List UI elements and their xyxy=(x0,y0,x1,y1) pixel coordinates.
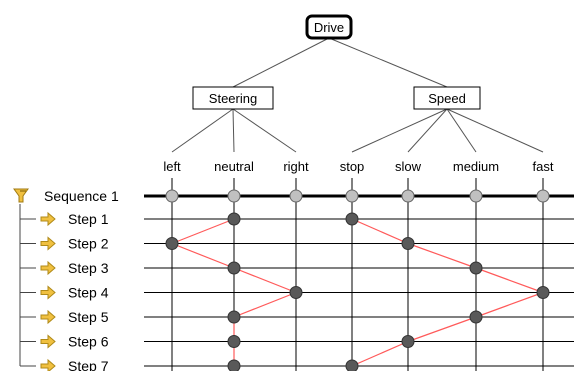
right-arrow-icon xyxy=(40,334,56,349)
step-marker-steering[interactable] xyxy=(227,359,241,371)
branch-line xyxy=(351,108,448,153)
sequence-marker[interactable] xyxy=(165,189,179,203)
sequence-marker[interactable] xyxy=(536,189,550,203)
step-marker-steering[interactable] xyxy=(227,261,241,275)
sequence-marker[interactable] xyxy=(345,189,359,203)
transition-line-speed xyxy=(351,340,409,367)
value-label-right: right xyxy=(283,159,309,174)
transition-line-speed xyxy=(475,267,544,294)
root-label: Drive xyxy=(314,20,344,35)
branch-line xyxy=(232,108,297,153)
branch-line xyxy=(407,108,448,153)
right-arrow-icon xyxy=(40,358,56,371)
step-marker-speed[interactable] xyxy=(469,310,483,324)
transition-line-steering xyxy=(171,218,235,245)
step-marker-speed[interactable] xyxy=(536,286,550,299)
sequence-marker[interactable] xyxy=(469,189,483,203)
value-label-stop: stop xyxy=(340,159,365,174)
test-grid xyxy=(144,178,574,371)
right-arrow-icon xyxy=(40,211,56,227)
branch-line xyxy=(171,108,234,153)
right-arrow-icon xyxy=(40,309,56,325)
value-label-neutral: neutral xyxy=(214,159,254,174)
step-marker-steering[interactable] xyxy=(227,335,241,348)
value-label-slow: slow xyxy=(395,159,422,174)
step-marker-steering[interactable] xyxy=(289,286,303,299)
parameter-node-steering[interactable] xyxy=(192,86,274,110)
step-marker-speed[interactable] xyxy=(345,359,359,371)
step-label[interactable]: Step 2 xyxy=(68,236,109,252)
step-marker-steering[interactable] xyxy=(227,212,241,226)
step-marker-speed[interactable] xyxy=(401,335,415,348)
step-marker-steering[interactable] xyxy=(227,310,241,324)
step-label[interactable]: Step 7 xyxy=(68,358,109,371)
value-label-medium: medium xyxy=(453,159,499,174)
sequence-label[interactable]: Sequence 1 xyxy=(44,188,119,204)
transition-line-steering xyxy=(233,291,297,318)
tree-branches xyxy=(171,37,544,153)
value-label-fast: fast xyxy=(533,159,554,174)
parameter-node-speed[interactable] xyxy=(413,86,481,110)
value-labels: left neutral right stop slow medium fast xyxy=(163,159,554,174)
step-marker-speed[interactable] xyxy=(401,237,415,250)
step-markers xyxy=(165,189,550,371)
funnel-icon[interactable] xyxy=(13,188,29,203)
branch-line xyxy=(446,108,477,153)
sequence-marker[interactable] xyxy=(289,189,303,203)
transition-line-speed xyxy=(407,242,477,269)
step-label[interactable]: Step 1 xyxy=(68,211,109,227)
root-node[interactable] xyxy=(305,14,353,40)
right-arrow-icon xyxy=(40,260,56,276)
sequence-marker[interactable] xyxy=(227,189,241,203)
step-label[interactable]: Step 6 xyxy=(68,334,109,350)
transition-line-speed xyxy=(351,218,409,245)
step-marker-speed[interactable] xyxy=(345,212,359,226)
branch-line xyxy=(328,37,448,88)
value-label-left: left xyxy=(163,159,181,174)
branch-line xyxy=(232,37,330,88)
transition-lines xyxy=(171,218,544,367)
step-marker-steering[interactable] xyxy=(165,237,179,250)
transition-line-speed xyxy=(407,316,477,343)
branch-line xyxy=(232,108,235,153)
step-label[interactable]: Step 3 xyxy=(68,260,109,276)
transition-line-steering xyxy=(171,242,235,269)
sequence-marker[interactable] xyxy=(401,189,415,203)
sequence-rows: Sequence 1 Step 1 Step 2 Step 3 Step 4 Step 5… xyxy=(13,188,119,371)
right-arrow-icon xyxy=(40,285,56,300)
parameter-label: Speed xyxy=(428,91,466,106)
right-arrow-icon xyxy=(40,236,56,251)
step-label[interactable]: Step 5 xyxy=(68,309,109,325)
branch-line xyxy=(446,108,544,153)
transition-line-speed xyxy=(475,291,544,318)
transition-line-steering xyxy=(233,267,297,294)
parameter-label: Steering xyxy=(209,91,257,106)
step-marker-speed[interactable] xyxy=(469,261,483,275)
step-label[interactable]: Step 4 xyxy=(68,285,109,301)
